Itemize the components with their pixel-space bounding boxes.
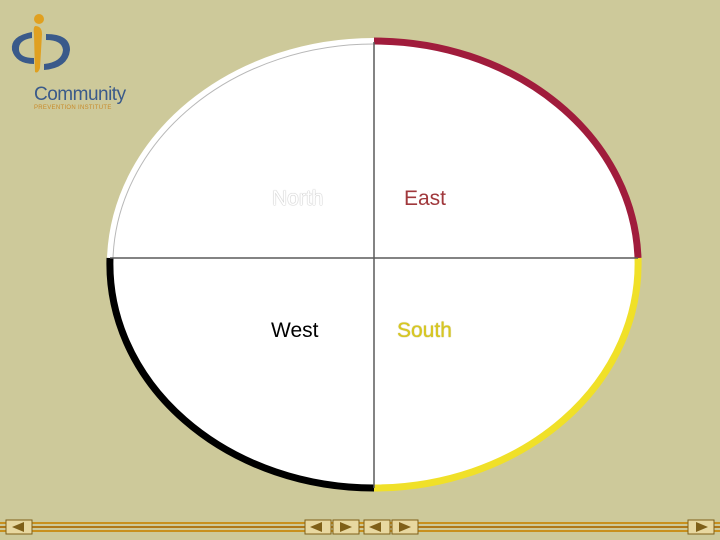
nav-prev-icon[interactable] <box>304 519 332 535</box>
north-arc <box>107 38 375 259</box>
nav-last-icon[interactable] <box>687 519 715 535</box>
nav-next-icon[interactable] <box>391 519 419 535</box>
logo-mark-icon <box>11 14 70 73</box>
east-arc <box>373 37 642 259</box>
nav-next-icon[interactable] <box>332 519 360 535</box>
logo-name: Community <box>34 84 126 105</box>
nav-prev-icon[interactable] <box>363 519 391 535</box>
west-arc <box>106 257 375 492</box>
west-label: West <box>271 319 319 342</box>
east-label: East <box>404 187 447 210</box>
north-label: North <box>272 187 324 210</box>
footer-nav-bar <box>0 519 720 535</box>
south-arc <box>373 257 642 492</box>
logo-subtitle: PREVENTION INSTITUTE <box>34 105 112 111</box>
community-prevention-institute-logo: Community PREVENTION INSTITUTE <box>8 12 126 111</box>
nav-first-icon[interactable] <box>5 519 33 535</box>
south-label: South <box>397 319 452 342</box>
